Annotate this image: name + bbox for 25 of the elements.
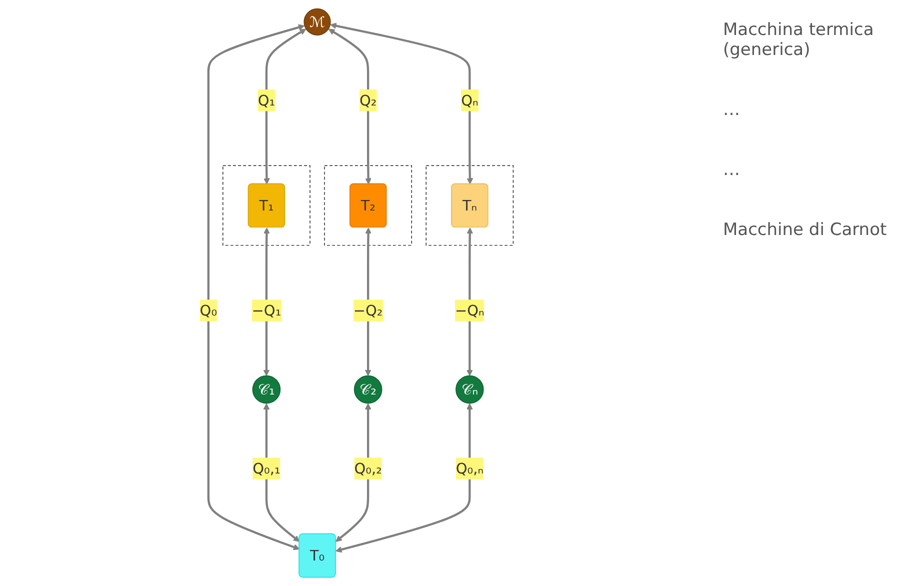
edge-label: Q₀,₂	[354, 460, 382, 478]
node-circle: 𝒞ₙ	[456, 375, 484, 404]
edge-label: Qₙ	[461, 92, 478, 110]
node-circle: 𝒞₂	[354, 375, 382, 404]
cluster	[222, 165, 310, 246]
node-circle: ℳ	[304, 8, 331, 36]
arrow	[328, 28, 372, 184]
annotation-text: …	[723, 160, 740, 180]
arrow	[207, 24, 305, 550]
annotation-text: Macchine di Carnot	[723, 220, 887, 240]
edge-label: Q₀,₁	[252, 460, 280, 478]
arrow	[264, 28, 306, 184]
cluster	[426, 165, 514, 246]
edge-label: Q₀,ₙ	[456, 460, 484, 478]
edge-label: −Q₁	[252, 302, 282, 320]
node-circle: 𝒞₁	[252, 375, 281, 404]
arrow	[330, 22, 474, 184]
edge-label: Q₁	[258, 92, 276, 110]
edge-label: Q₂	[359, 92, 377, 110]
cluster	[324, 165, 412, 246]
annotation-text: …	[723, 100, 740, 120]
edge-label: −Q₂	[353, 302, 383, 320]
edge-label: −Qₙ	[455, 302, 484, 320]
edge-label: Q₀	[200, 302, 218, 320]
annotation-text: Macchina termica (generica)	[723, 20, 875, 60]
